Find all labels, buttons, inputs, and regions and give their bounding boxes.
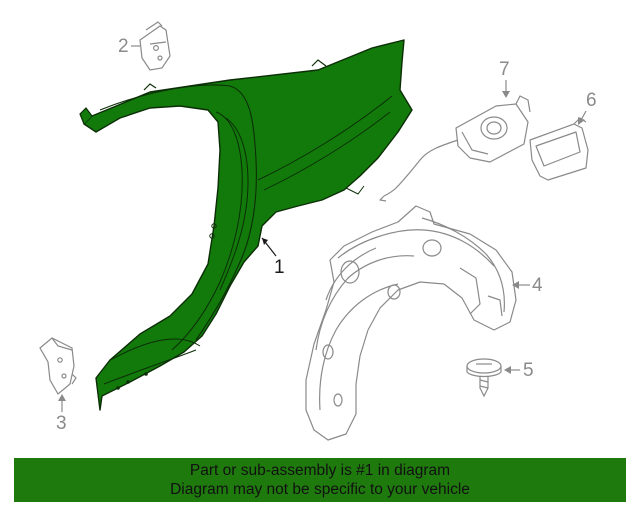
leader-arrow-part-3 — [58, 394, 66, 401]
quarter-panel-part-1[interactable] — [79, 39, 413, 411]
clip-part-5[interactable] — [466, 358, 502, 398]
callout-6: 6 — [586, 90, 597, 111]
callout-3: 3 — [56, 413, 67, 434]
fuel-door-part-6[interactable] — [529, 117, 589, 181]
banner-line-2: Diagram may not be specific to your vehi… — [170, 481, 470, 498]
callout-2: 2 — [118, 36, 129, 57]
callout-4: 4 — [532, 275, 543, 296]
leader-arrow-part-1 — [262, 238, 268, 245]
fuel-housing-part-7[interactable] — [379, 95, 531, 202]
leader-arrow-part-6 — [578, 117, 585, 125]
notice-banner: Part or sub-assembly is #1 in diagram Di… — [14, 458, 626, 502]
banner-line-1: Part or sub-assembly is #1 in diagram — [189, 462, 451, 479]
bracket-part-2[interactable] — [139, 21, 171, 71]
callout-5: 5 — [523, 360, 534, 381]
leader-arrow-part-7 — [502, 91, 510, 98]
leader-arrow-part-4 — [512, 281, 519, 289]
callout-1: 1 — [274, 257, 285, 278]
wheel-liner-part-4[interactable] — [305, 205, 517, 441]
bracket-part-3[interactable] — [39, 337, 77, 395]
parts-diagram — [39, 21, 589, 441]
callout-7: 7 — [499, 59, 510, 80]
leader-arrow-part-5 — [504, 366, 511, 374]
